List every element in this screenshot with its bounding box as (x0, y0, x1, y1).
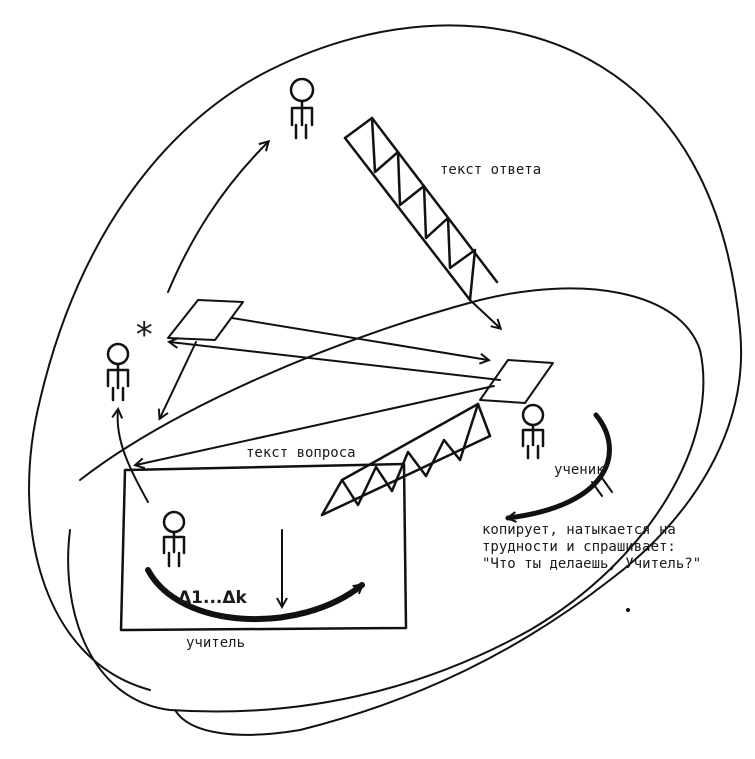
arrow-student-curve (508, 412, 612, 518)
note-line-3: "Что ты делаешь, Учитель?" (482, 556, 702, 572)
student-figure (521, 403, 545, 460)
student-curve-tick (591, 477, 613, 497)
outer-loop (28, 24, 743, 736)
dot-mark (626, 608, 630, 612)
note-line-2: трудности и спрашивает: (482, 539, 676, 555)
arrow-box-up-to-left-figure (118, 410, 149, 503)
arrow-teacher-curve (145, 567, 365, 623)
question-lattice (320, 402, 492, 517)
right-parallelogram (479, 359, 554, 404)
arrow-right-para-to-box (136, 385, 495, 465)
question-text-label: текст вопроса (246, 445, 356, 461)
top-figure (289, 77, 315, 140)
arrow-to-left-figure-down (160, 341, 197, 418)
student-label: ученик (554, 462, 605, 478)
answer-text-label: текст ответа (440, 162, 542, 178)
note-line-1: копирует, натыкается на (482, 522, 676, 538)
teacher-box (119, 462, 408, 632)
arrow-left-para-to-right-para (231, 317, 488, 360)
answer-lattice (343, 116, 499, 302)
asterisk-mark: * (134, 315, 155, 355)
arrow-answer-down (469, 299, 500, 328)
left-figure (106, 342, 130, 402)
steps-label: Δ1...Δk (178, 588, 247, 608)
teacher-label: учитель (186, 635, 246, 651)
left-parallelogram (167, 299, 244, 341)
inner-loop (67, 287, 705, 713)
teacher-figure (162, 510, 186, 568)
arrow-left-to-top (167, 142, 268, 293)
arrow-right-para-to-left (170, 342, 501, 381)
